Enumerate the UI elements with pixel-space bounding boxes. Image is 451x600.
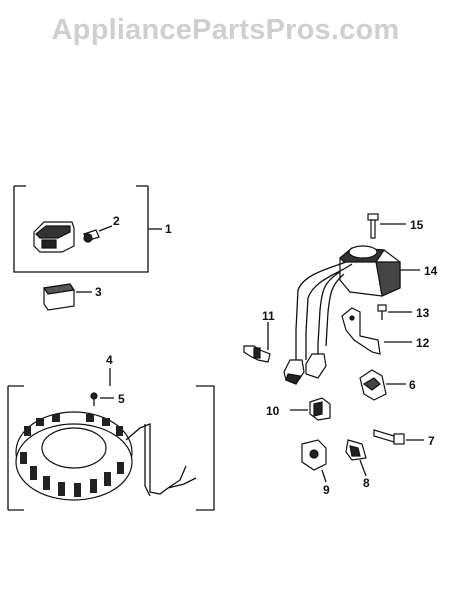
ignition-module-part	[33, 221, 75, 253]
bolt-part-15	[367, 213, 406, 239]
bolt-part-7	[373, 429, 424, 445]
spark-plug-boots	[283, 353, 327, 385]
callout-3: 3	[95, 285, 102, 299]
callout-13: 13	[416, 306, 430, 320]
group-bracket-1	[13, 185, 162, 273]
group-bracket-4	[7, 368, 215, 511]
callout-1: 1	[165, 222, 172, 236]
callout-10: 10	[266, 404, 280, 418]
watermark-text: AppliancePartsPros.com	[51, 14, 400, 46]
clip-part-6	[359, 369, 406, 401]
callout-11: 11	[262, 309, 275, 323]
callout-7: 7	[428, 434, 435, 448]
screw-part-5	[90, 392, 114, 406]
ht-lead-wires	[295, 261, 353, 360]
screw-part-13	[377, 304, 412, 320]
ignition-coil-part-14	[339, 245, 420, 297]
callout-15: 15	[410, 218, 424, 232]
callout-8: 8	[363, 476, 370, 490]
callout-5: 5	[118, 392, 125, 406]
part-3-block	[42, 283, 92, 311]
spark-plug-part-11	[243, 322, 271, 363]
callout-labels: 1 2 3 4 5 6 7 8 9 10 11 12 13 14 15	[95, 214, 438, 497]
screw-part-2	[83, 225, 113, 243]
stator-part-4	[15, 411, 197, 501]
callout-4: 4	[106, 353, 113, 367]
clamp-part-8	[345, 439, 367, 477]
part-10-block	[290, 397, 331, 421]
callout-6: 6	[409, 378, 416, 392]
callout-14: 14	[424, 264, 438, 278]
callout-9: 9	[323, 483, 330, 497]
bracket-part-12	[341, 307, 412, 355]
callout-12: 12	[416, 336, 430, 350]
callout-2: 2	[113, 214, 120, 228]
grommet-part-9	[301, 439, 327, 483]
